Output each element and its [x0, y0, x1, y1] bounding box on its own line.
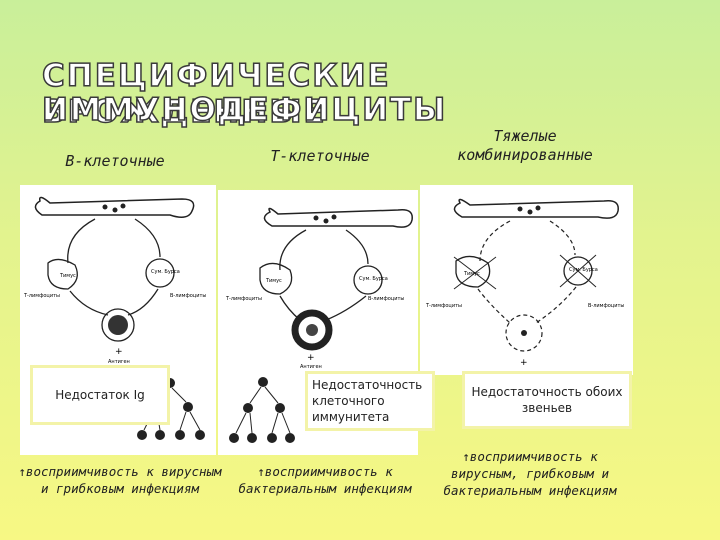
b-cell-susceptibility: ↑восприимчивость к вирусным и грибковым …	[18, 464, 222, 496]
antigen-label: Антиген	[108, 359, 130, 365]
combined-diagram: Тимус Сум. Бурса Т-лимфоциты В-лимфоциты…	[425, 198, 624, 368]
svg-text:Т-лимфоциты: Т-лимфоциты	[225, 296, 262, 302]
svg-text:В-лимфоциты: В-лимфоциты	[588, 303, 624, 309]
combined-susceptibility: ↑восприимчивость к вирусным, грибковым и…	[443, 449, 617, 498]
thymus-shape	[47, 258, 78, 290]
b-lymphocytes-label: В-лимфоциты	[170, 293, 206, 299]
slide-title-line-1: СПЕЦИФИЧЕСКИЕ ВРОЖДЕННЫЕ	[41, 57, 391, 131]
combined-deficiency-note: Недостаточность обоих звеньев	[462, 371, 632, 429]
thymus-shape	[259, 262, 293, 295]
heading-t-cell: Т-клеточные	[270, 147, 370, 165]
diagram-panel-combined: Тимус Сум. Бурса Т-лимфоциты В-лимфоциты…	[420, 185, 633, 375]
bone-marrow-shape	[34, 196, 195, 218]
bone-marrow-shape	[263, 207, 413, 228]
bone-marrow-shape	[453, 198, 619, 219]
svg-text:+: +	[115, 347, 123, 357]
svg-text:Антиген: Антиген	[300, 364, 322, 370]
thymus-shape	[455, 255, 491, 288]
heading-b-cell: В-клеточные	[65, 152, 165, 170]
svg-text:В-лимфоциты: В-лимфоциты	[368, 296, 404, 302]
svg-text:+: +	[307, 353, 315, 363]
thymus-label: Тимус	[59, 273, 76, 279]
bursa-shape	[145, 258, 175, 288]
t-cell-susceptibility: ↑восприимчивость к бактериальным инфекци…	[238, 464, 412, 496]
t-cell-diagram: Тимус Сум. Бурса Т-лимфоциты В-лимфоциты…	[225, 207, 413, 443]
bursa-label: Сум. Бурса	[151, 269, 180, 275]
svg-text:Сум. Бурса: Сум. Бурса	[569, 267, 598, 273]
heading-combined: Тяжелые комбинированные	[457, 127, 593, 164]
bursa-shape	[353, 265, 383, 295]
slide-title-line-2: ИММУНОДЕФИЦИТЫ	[41, 91, 448, 129]
svg-text:Т-лимфоциты: Т-лимфоциты	[425, 303, 462, 309]
t-cell-deficiency-note: Недостаточность клеточного иммунитета	[305, 371, 435, 431]
svg-text:Сум. Бурса: Сум. Бурса	[359, 276, 388, 282]
b-cell-deficiency-note: Недостаток Ig	[30, 365, 170, 425]
svg-text:Тимус: Тимус	[463, 271, 480, 277]
svg-text:+: +	[520, 358, 528, 368]
svg-text:Тимус: Тимус	[265, 278, 282, 284]
bursa-shape	[563, 256, 593, 286]
t-lymphocytes-label: Т-лимфоциты	[23, 293, 60, 299]
